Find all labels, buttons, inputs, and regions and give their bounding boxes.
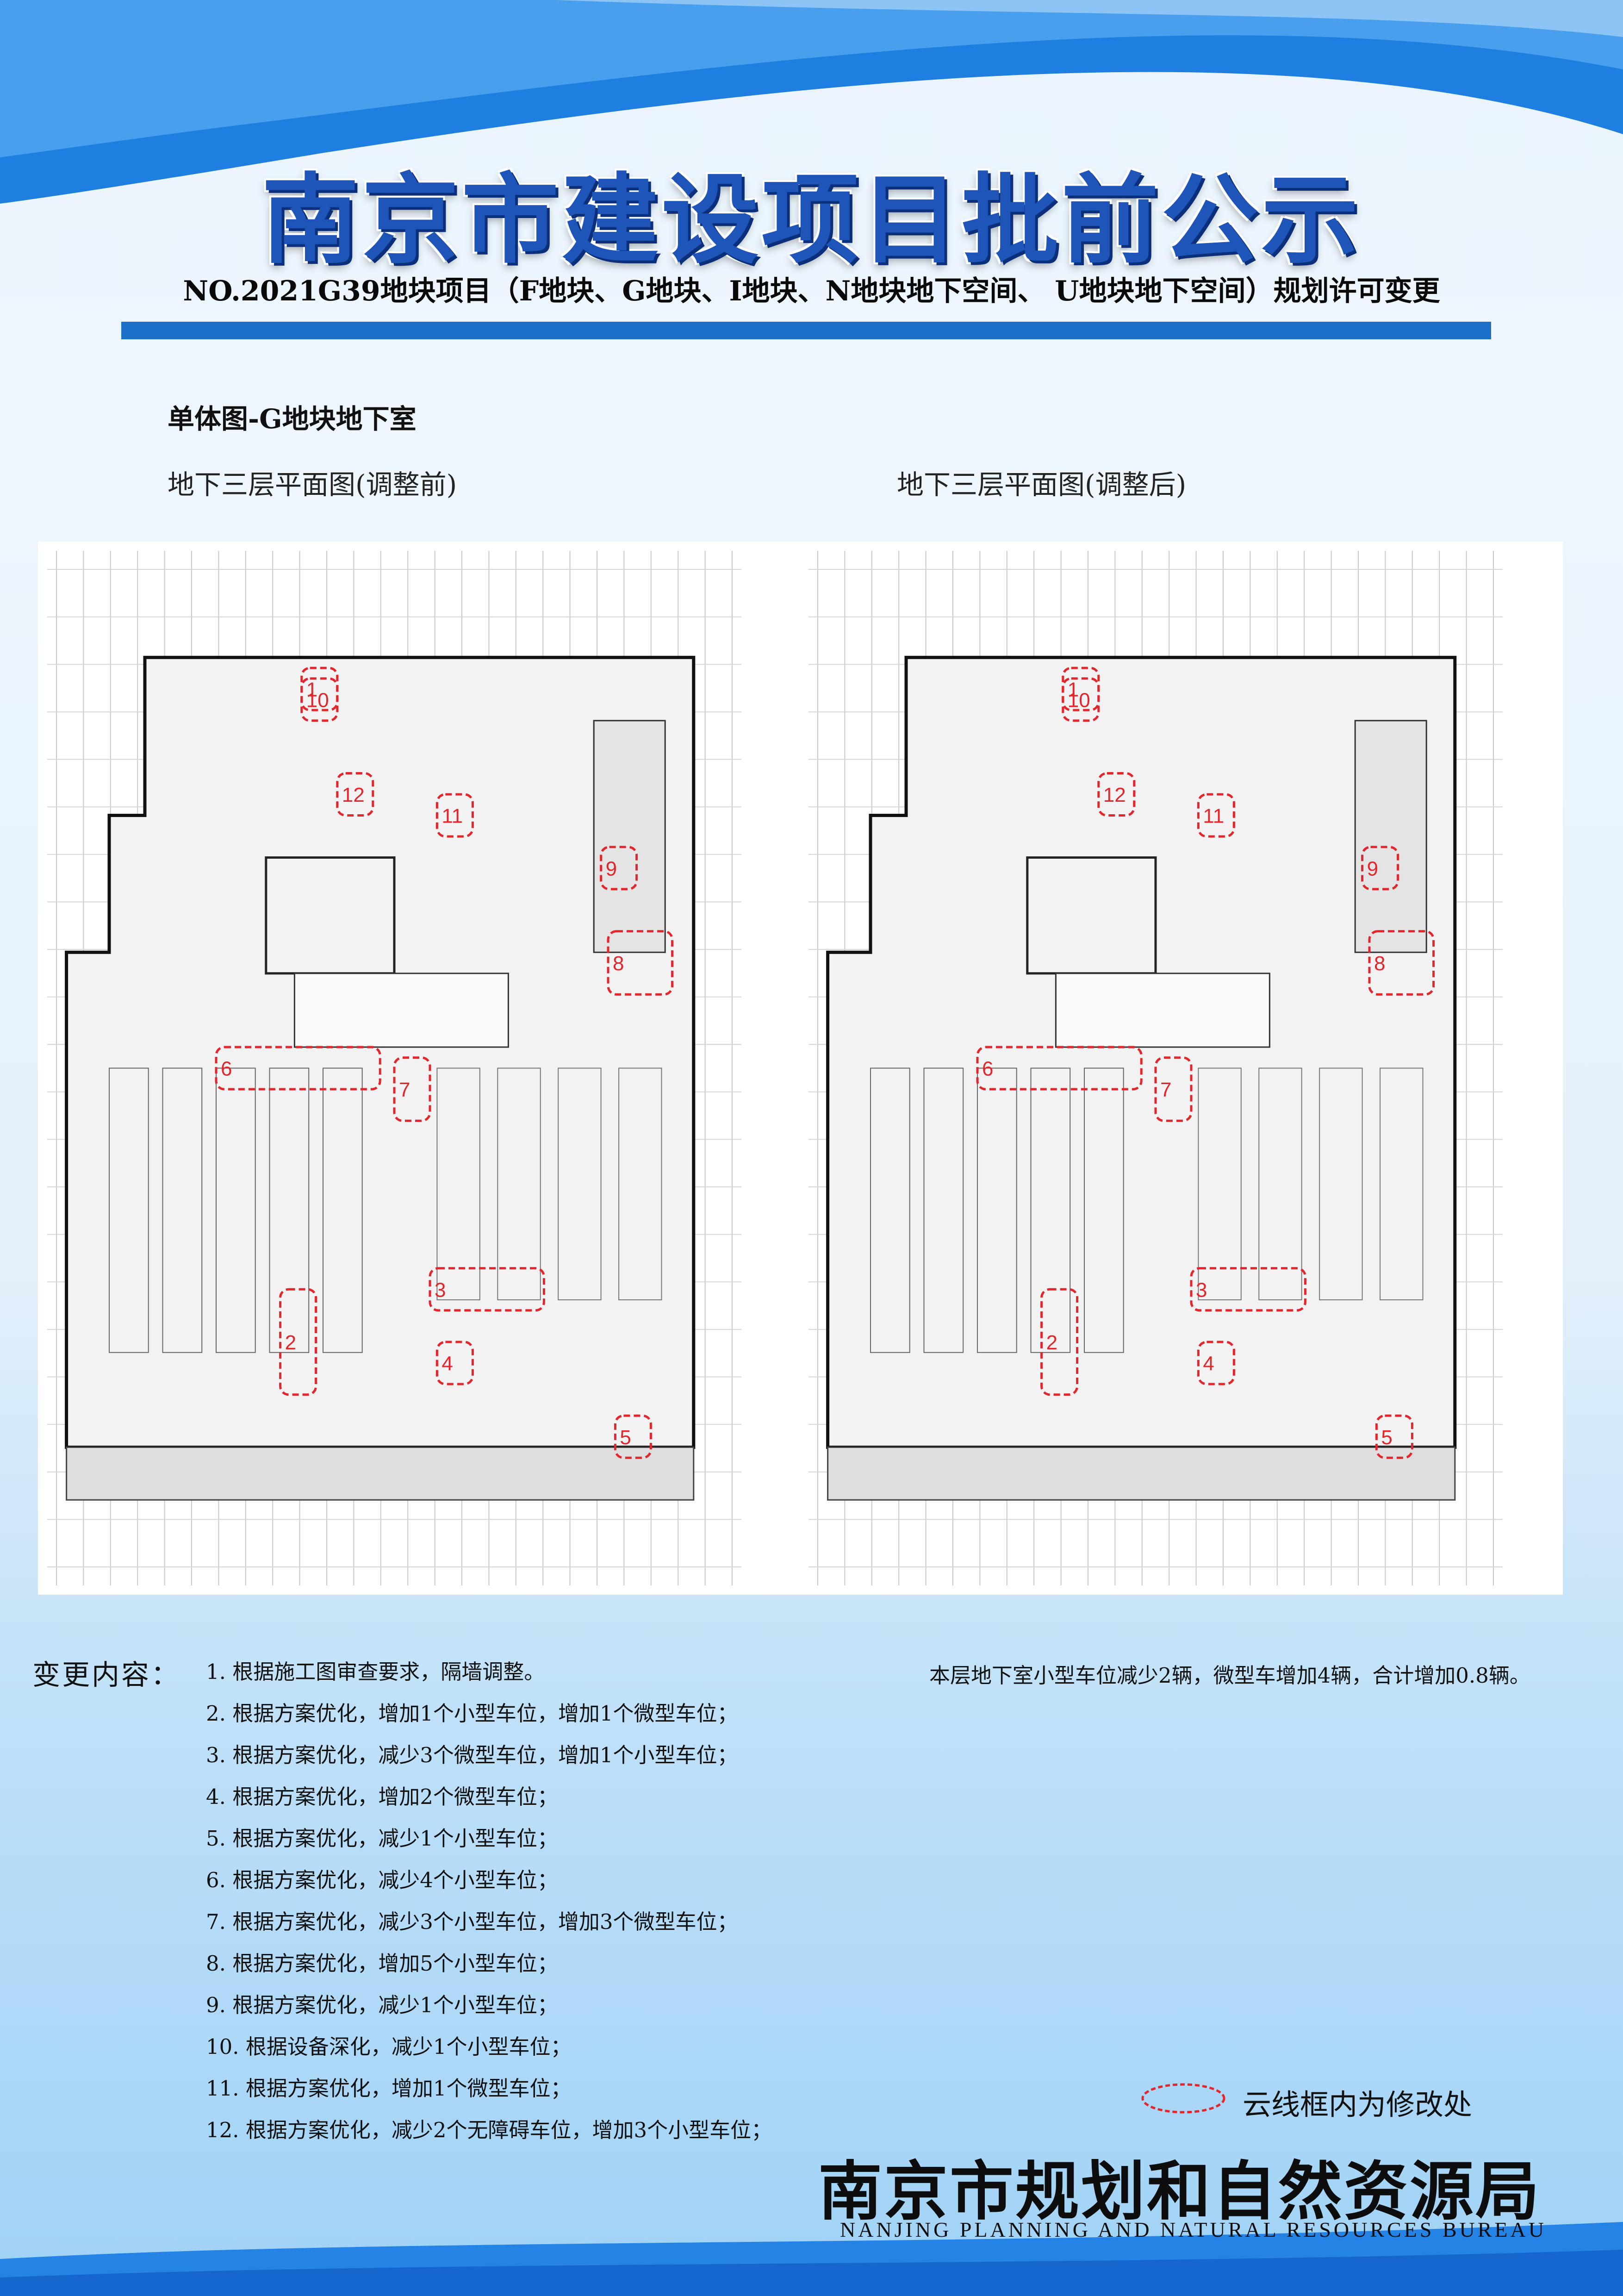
revision-number: 6 <box>221 1058 232 1080</box>
revision-cloud <box>429 1267 545 1312</box>
change-item: 2. 根据方案优化，增加1个小型车位，增加1个微型车位； <box>206 1701 738 1726</box>
revision-number: 2 <box>285 1331 296 1354</box>
changes-summary: 本层地下室小型车位减少2辆，微型车增加4辆，合计增加0.8辆。 <box>929 1663 1530 1688</box>
revision-number: 5 <box>1381 1426 1392 1449</box>
revision-cloud <box>1190 1267 1306 1312</box>
revision-cloud <box>300 677 339 722</box>
revision-number: 8 <box>613 952 624 975</box>
revision-cloud <box>607 930 674 996</box>
revision-number: 4 <box>1203 1353 1214 1375</box>
change-item: 9. 根据方案优化，减少1个小型车位； <box>206 1993 558 2017</box>
changes-list: 1. 根据施工图审查要求，隔墙调整。 2. 根据方案优化，增加1个小型车位，增加1… <box>206 1655 877 2155</box>
legend-text: 云线框内为修改处 <box>1243 2088 1473 2121</box>
plan-after-caption: 地下三层平面图(调整后) <box>897 469 1187 500</box>
revision-cloud <box>614 1414 652 1459</box>
revision-cloud <box>1375 1414 1413 1459</box>
revision-number: 2 <box>1046 1331 1057 1354</box>
revision-cloud <box>1097 772 1136 817</box>
revision-number: 7 <box>1160 1079 1171 1101</box>
revision-number: 1 <box>1068 679 1079 701</box>
change-item: 8. 根据方案优化，增加5个小型车位； <box>206 1951 558 1976</box>
revision-number: 1 <box>306 679 317 701</box>
revision-cloud <box>1154 1056 1193 1122</box>
change-item: 6. 根据方案优化，减少4个小型车位； <box>206 1868 558 1892</box>
change-item: 12. 根据方案优化，减少2个无障碍车位，增加3个小型车位； <box>206 2118 772 2142</box>
revision-cloud <box>1361 846 1399 891</box>
revision-number: 12 <box>1103 784 1126 806</box>
revision-number: 10 <box>1068 689 1090 711</box>
revision-cloud <box>336 772 374 817</box>
revision-number: 5 <box>620 1426 631 1449</box>
revision-number: 11 <box>1203 805 1224 828</box>
change-item: 1. 根据施工图审查要求，隔墙调整。 <box>206 1660 545 1684</box>
revision-cloud <box>1062 677 1100 722</box>
page-subtitle: NO.2021G39地块项目（F地块、G地块、I地块、N地块地下空间、 U地块地… <box>183 275 1440 307</box>
revision-cloud <box>976 1046 1143 1091</box>
revision-cloud <box>435 1341 474 1385</box>
revision-cloud <box>393 1056 431 1122</box>
revision-number: 7 <box>399 1079 410 1101</box>
footer-org-en: NANJING PLANNING AND NATURAL RESOURCES B… <box>840 2218 1547 2241</box>
revision-cloud <box>215 1046 381 1091</box>
section-title: 单体图-G地块地下室 <box>168 403 417 435</box>
revision-number: 8 <box>1374 952 1385 975</box>
change-item: 3. 根据方案优化，减少3个微型车位，增加1个小型车位； <box>206 1743 738 1767</box>
change-item: 5. 根据方案优化，减少1个小型车位； <box>206 1826 558 1851</box>
revision-cloud <box>1197 793 1235 838</box>
revision-cloud <box>279 1288 317 1396</box>
revision-number: 3 <box>435 1279 446 1301</box>
changes-label: 变更内容： <box>32 1659 180 1691</box>
revision-cloud <box>1197 1341 1235 1385</box>
page-title: 南京市建设项目批前公示 <box>261 162 1362 277</box>
revision-number: 4 <box>442 1353 453 1375</box>
title-divider-bar <box>121 322 1491 339</box>
change-item: 11. 根据方案优化，增加1个微型车位； <box>206 2076 572 2101</box>
plan-before-caption: 地下三层平面图(调整前) <box>168 469 457 500</box>
revision-number: 11 <box>442 805 463 828</box>
change-item: 10. 根据设备深化，减少1个小型车位； <box>206 2034 572 2059</box>
revision-number: 9 <box>606 857 617 880</box>
revision-cloud-legend-icon <box>1141 2083 1225 2114</box>
revision-number: 6 <box>982 1058 993 1080</box>
revision-cloud <box>435 793 474 838</box>
revision-number: 10 <box>306 689 329 711</box>
revision-cloud <box>1040 1288 1079 1396</box>
revision-number: 12 <box>342 784 365 806</box>
revision-cloud <box>1368 930 1435 996</box>
revision-cloud <box>600 846 638 891</box>
revision-number: 9 <box>1367 857 1378 880</box>
revision-number: 3 <box>1196 1279 1207 1301</box>
change-item: 4. 根据方案优化，增加2个微型车位； <box>206 1784 558 1809</box>
change-item: 7. 根据方案优化，减少3个小型车位，增加3个微型车位； <box>206 1909 738 1934</box>
footer-org-cn: 南京市规划和自然资源局 <box>818 2153 1542 2229</box>
